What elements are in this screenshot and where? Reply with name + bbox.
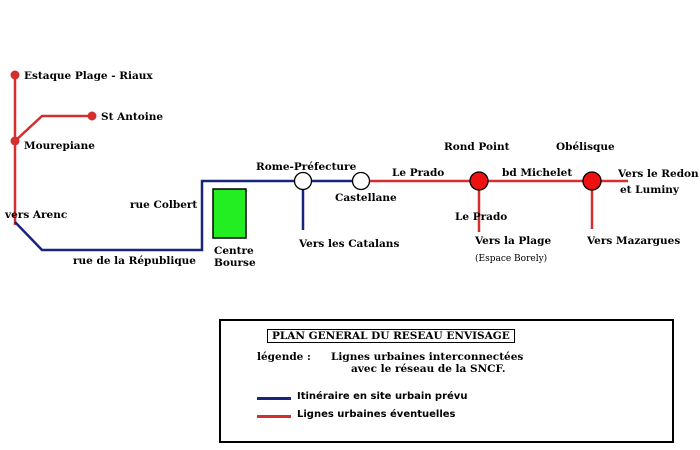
label-st-antoine: St Antoine (101, 111, 163, 123)
legend-blue-line-swatch (257, 397, 291, 400)
label-vers-redon: Vers le Redon (617, 168, 699, 180)
station-rond-point (469, 171, 489, 191)
label-espace-borely: (Espace Borely) (475, 253, 547, 264)
station-mourepiane-dot (10, 136, 20, 146)
label-estaque: Estaque Plage - Riaux (24, 70, 153, 82)
label-vers-plage: Vers la Plage (474, 235, 551, 247)
label-rue-colbert: rue Colbert (130, 199, 197, 211)
station-estaque-dot (10, 70, 20, 80)
legend-label: légende : (257, 351, 311, 363)
legend-red-line-swatch (257, 415, 291, 418)
station-obelisque (582, 171, 602, 191)
station-castellane (351, 171, 371, 191)
label-bd-michelet: bd Michelet (502, 167, 572, 179)
label-le-prado-top: Le Prado (392, 167, 444, 179)
label-le-prado-bottom: Le Prado (455, 211, 507, 223)
legend-description-line1: Lignes urbaines interconnectées (331, 351, 524, 363)
legend-box: PLAN GENERAL DU RESEAU ENVISAGE légende … (219, 319, 674, 443)
centre-bourse-block (212, 188, 247, 239)
station-st-antoine-dot (87, 111, 97, 121)
legend-item-text: Lignes urbaines éventuelles (297, 409, 456, 420)
label-rome-prefecture: Rome-Préfecture (256, 161, 357, 173)
legend-title: PLAN GENERAL DU RESEAU ENVISAGE (267, 329, 515, 343)
label-castellane: Castellane (335, 192, 397, 204)
label-vers-arenc: vers Arenc (4, 209, 67, 221)
legend-item-text: Itinéraire en site urbain prévu (297, 391, 468, 402)
station-rome-prefecture (293, 171, 313, 191)
label-rond-point: Rond Point (444, 141, 510, 153)
label-centre: Centre (214, 245, 254, 257)
label-vers-mazargues: Vers Mazargues (586, 235, 680, 247)
label-luminy: et Luminy (620, 184, 680, 196)
label-mourepiane: Mourepiane (24, 140, 95, 152)
legend-description-line2: avec le réseau de la SNCF. (351, 363, 506, 375)
label-bourse: Bourse (214, 257, 256, 269)
label-rue-republique: rue de la République (73, 255, 196, 267)
label-obelisque: Obélisque (556, 141, 615, 153)
label-vers-catalans: Vers les Catalans (298, 238, 399, 250)
